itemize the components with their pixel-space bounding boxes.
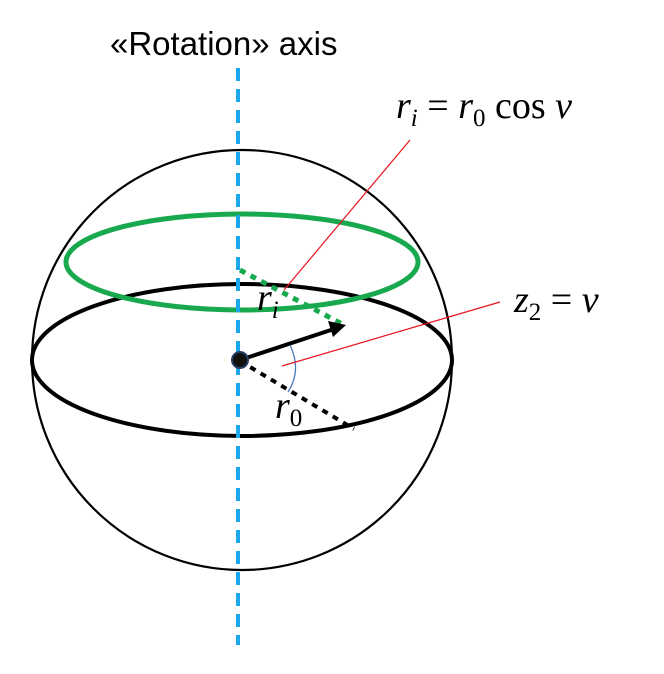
angle-arc [287, 344, 297, 393]
ri-leader-line [283, 139, 411, 291]
center-point [231, 351, 249, 369]
ri-radius-line [238, 267, 346, 328]
vector-arrowhead-icon [328, 321, 346, 337]
r0-label: r0 [275, 385, 302, 432]
z2-equation: z2 = v [513, 279, 599, 326]
vector-arrow-shaft [239, 327, 335, 362]
rotation-axis-title: «Rotation» axis [110, 25, 337, 62]
r0-radius-line [238, 359, 356, 431]
equator-ellipse [30, 282, 454, 438]
ri-label: ri [257, 277, 279, 324]
z2-leader-line [281, 301, 501, 367]
latitude-ring [63, 211, 421, 313]
ri-equation: ri = r0 cos v [396, 85, 572, 132]
